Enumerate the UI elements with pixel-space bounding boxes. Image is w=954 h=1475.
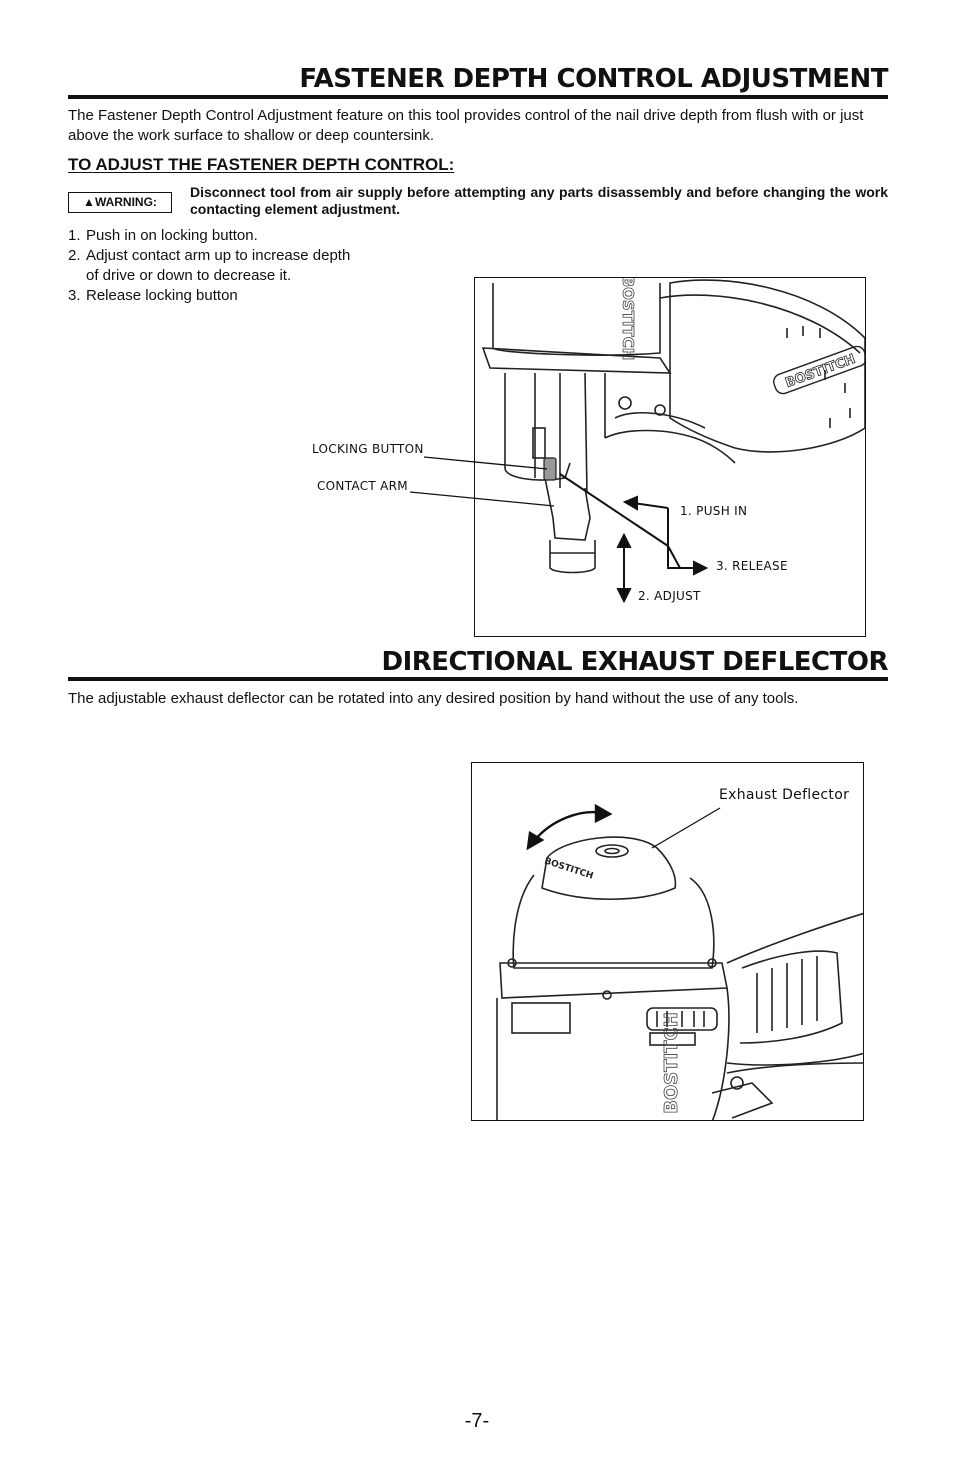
logo-wordmark-body: BOSTITCH bbox=[661, 1012, 682, 1114]
exhaust-intro-paragraph: The adjustable exhaust deflector can be … bbox=[68, 690, 799, 707]
step-text: Release locking button bbox=[86, 287, 238, 304]
warning-badge: ▲WARNING: bbox=[68, 192, 172, 213]
step-number: 1. bbox=[68, 227, 81, 244]
step-text: Adjust contact arm up to increase depth bbox=[86, 247, 351, 264]
steps-list: 1. Push in on locking button. 2. Adjust … bbox=[68, 226, 350, 306]
callout-contact-arm: CONTACT ARM bbox=[317, 479, 408, 493]
depth-control-figure: BOSTITCH BOSTITCH bbox=[474, 277, 866, 637]
logo-wordmark-cap: BOSTITCH bbox=[543, 856, 594, 881]
step-text: Push in on locking button. bbox=[86, 227, 258, 244]
page-number: -7- bbox=[464, 1410, 490, 1432]
step-text-continuation: of drive or down to decrease it. bbox=[86, 267, 292, 284]
section-title-depth-control: FASTENER DEPTH CONTROL ADJUSTMENT bbox=[299, 64, 888, 94]
list-item: 2. Adjust contact arm up to increase dep… bbox=[68, 246, 350, 266]
callout-push-in: 1. PUSH IN bbox=[680, 504, 748, 518]
warning-label: WARNING: bbox=[94, 195, 157, 209]
section-rule bbox=[68, 677, 888, 681]
logo-wordmark-side: BOSTITCH bbox=[619, 277, 637, 360]
nailer-nose-drawing: BOSTITCH BOSTITCH bbox=[481, 277, 865, 604]
callout-locking-button: LOCKING BUTTON bbox=[312, 442, 424, 456]
section-title-exhaust-deflector: DIRECTIONAL EXHAUST DEFLECTOR bbox=[381, 647, 888, 677]
exhaust-deflector-figure: BOSTITCH BOSTITCH bbox=[471, 762, 864, 1121]
list-item: 3. Release locking button bbox=[68, 286, 350, 306]
step-number: 2. bbox=[68, 247, 81, 264]
list-item: 1. Push in on locking button. bbox=[68, 226, 350, 246]
intro-paragraph: The Fastener Depth Control Adjustment fe… bbox=[68, 107, 864, 144]
section-rule bbox=[68, 95, 888, 99]
step-number: 3. bbox=[68, 287, 81, 304]
callout-release: 3. RELEASE bbox=[716, 559, 788, 573]
warning-triangle-icon: ▲ bbox=[83, 195, 95, 209]
callout-adjust: 2. ADJUST bbox=[638, 589, 701, 603]
subheading-adjust: TO ADJUST THE FASTENER DEPTH CONTROL: bbox=[68, 155, 455, 174]
warning-text: Disconnect tool from air supply before a… bbox=[190, 184, 888, 217]
list-item-continuation: of drive or down to decrease it. bbox=[68, 266, 350, 286]
nailer-top-drawing: BOSTITCH BOSTITCH bbox=[496, 803, 863, 1120]
callout-exhaust-deflector: Exhaust Deflector bbox=[719, 787, 850, 803]
